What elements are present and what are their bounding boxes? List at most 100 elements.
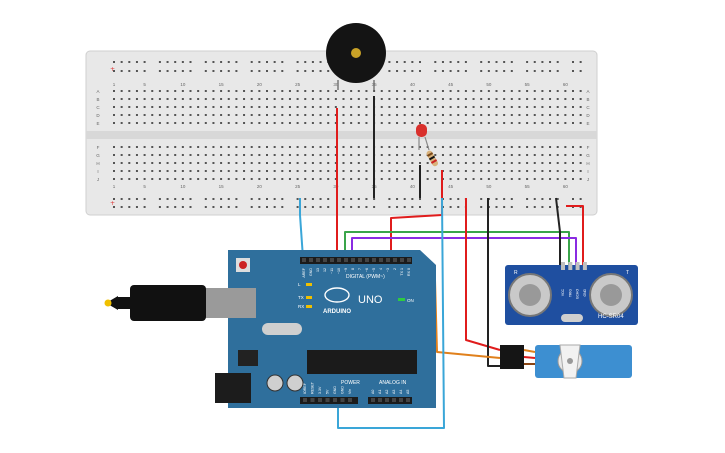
- breadboard-hole: [434, 98, 437, 100]
- breadboard-rail-hole: [204, 61, 207, 63]
- breadboard-hole: [518, 146, 521, 148]
- analog-pin[interactable]: [371, 398, 375, 402]
- breadboard-rail-hole: [174, 61, 177, 63]
- breadboard-rail-hole: [533, 198, 536, 200]
- analog-pin[interactable]: [406, 398, 410, 402]
- wire-green-trig[interactable]: [344, 231, 570, 265]
- wire-purple-echo[interactable]: [351, 237, 577, 265]
- sensor-pin[interactable]: [582, 262, 587, 270]
- digital-pin-label: ~9: [344, 268, 348, 272]
- breadboard-hole: [426, 162, 429, 164]
- breadboard-hole: [288, 170, 291, 172]
- breadboard-hole: [296, 178, 299, 180]
- breadboard-hole: [220, 178, 223, 180]
- breadboard-hole: [128, 170, 131, 172]
- digital-pin[interactable]: [393, 258, 397, 262]
- breadboard-hole: [380, 90, 383, 92]
- power-pin[interactable]: [340, 398, 345, 402]
- breadboard-hole: [510, 146, 513, 148]
- breadboard-rail-hole: [411, 198, 414, 200]
- analog-pin[interactable]: [385, 398, 389, 402]
- breadboard-hole: [449, 114, 452, 116]
- wire-blue-5v[interactable]: [337, 197, 445, 429]
- wire-black-servo[interactable]: [487, 198, 500, 367]
- breadboard-hole: [250, 98, 253, 100]
- breadboard-hole: [319, 170, 322, 172]
- power-pin[interactable]: [325, 398, 330, 402]
- breadboard-hole: [327, 162, 330, 164]
- analog-pin[interactable]: [399, 398, 403, 402]
- resistor-icon[interactable]: [425, 150, 439, 168]
- breadboard-hole: [220, 146, 223, 148]
- reset-button-cap: [239, 261, 247, 269]
- sensor-pin[interactable]: [568, 262, 573, 270]
- breadboard-hole: [227, 146, 230, 148]
- breadboard-hole: [204, 98, 207, 100]
- breadboard-hole: [503, 114, 506, 116]
- led-icon[interactable]: [416, 124, 430, 151]
- digital-pin[interactable]: [316, 258, 320, 262]
- digital-pin[interactable]: [372, 258, 376, 262]
- breadboard-row-letter: B: [96, 97, 99, 102]
- digital-pin[interactable]: [386, 258, 390, 262]
- power-pin[interactable]: [318, 398, 322, 402]
- wire-black-sensor-gnd[interactable]: [555, 197, 561, 265]
- digital-pin[interactable]: [365, 258, 369, 262]
- breadboard-hole: [113, 146, 115, 148]
- breadboard-hole: [174, 178, 177, 180]
- breadboard-hole: [396, 146, 399, 148]
- breadboard-hole: [495, 162, 498, 164]
- buzzer-icon[interactable]: [326, 23, 386, 90]
- digital-pin[interactable]: [407, 258, 411, 262]
- breadboard-hole: [350, 154, 353, 156]
- breadboard-hole: [441, 122, 444, 124]
- digital-pin[interactable]: [351, 258, 355, 262]
- power-pin[interactable]: [333, 398, 337, 402]
- digital-pin[interactable]: [379, 258, 383, 262]
- breadboard-hole: [258, 122, 261, 124]
- digital-pin[interactable]: [323, 258, 327, 262]
- breadboard-hole: [311, 146, 314, 148]
- breadboard-hole: [556, 122, 559, 124]
- breadboard-rail-hole: [464, 61, 467, 63]
- wire-red-servo[interactable]: [465, 198, 501, 351]
- breadboard-hole: [457, 154, 460, 156]
- breadboard-rail-hole: [526, 70, 529, 72]
- digital-pin[interactable]: [344, 258, 348, 262]
- breadboard-hole: [365, 122, 368, 124]
- breadboard-hole: [426, 98, 429, 100]
- power-pin[interactable]: [310, 398, 315, 402]
- breadboard-hole: [243, 178, 246, 180]
- breadboard-rail-hole: [143, 206, 146, 208]
- breadboard-rail-hole: [143, 198, 146, 200]
- wire-red-sensor-vcc[interactable]: [566, 205, 584, 265]
- breadboard-column-number: 1: [113, 82, 116, 87]
- breadboard-hole: [204, 122, 207, 124]
- breadboard-hole: [533, 98, 536, 100]
- digital-pin[interactable]: [309, 258, 313, 262]
- sensor-pin[interactable]: [575, 262, 580, 270]
- power-pin[interactable]: [303, 398, 307, 402]
- digital-pin[interactable]: [330, 258, 334, 262]
- analog-pin[interactable]: [378, 398, 382, 402]
- breadboard-hole: [564, 170, 567, 172]
- sensor-pin[interactable]: [561, 262, 565, 270]
- digital-pin[interactable]: [302, 258, 306, 262]
- breadboard-hole: [472, 90, 475, 92]
- analog-pin[interactable]: [392, 398, 396, 402]
- breadboard-hole: [288, 122, 291, 124]
- servo-icon[interactable]: [500, 344, 632, 379]
- breadboard-hole: [556, 162, 559, 164]
- breadboard-column-number: 45: [448, 82, 454, 87]
- breadboard-hole: [388, 122, 391, 124]
- breadboard-hole: [151, 114, 154, 116]
- digital-pin[interactable]: [337, 258, 341, 262]
- power-pin[interactable]: [348, 398, 352, 402]
- wire-blue-gnd[interactable]: [299, 198, 304, 259]
- breadboard-rail-hole: [541, 61, 544, 63]
- breadboard-hole: [143, 154, 146, 156]
- digital-pin[interactable]: [400, 258, 404, 262]
- digital-pin[interactable]: [358, 258, 362, 262]
